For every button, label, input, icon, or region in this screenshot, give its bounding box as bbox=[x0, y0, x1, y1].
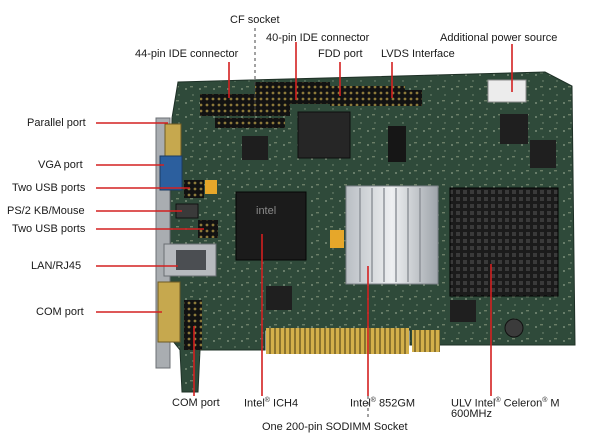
label-ps2: PS/2 KB/Mouse bbox=[7, 205, 85, 217]
label-ich4-prefix: Intel bbox=[244, 397, 265, 410]
chip-logo: intel bbox=[256, 205, 276, 217]
bios-chip bbox=[242, 136, 268, 160]
cpu-heatsink bbox=[449, 187, 559, 297]
label-vga: VGA port bbox=[38, 159, 83, 171]
label-852gm-reg: ® bbox=[370, 397, 376, 404]
gmch-heatsink-fins bbox=[359, 188, 421, 282]
label-ide40: 40-pin IDE connector bbox=[266, 32, 370, 44]
label-cpu-reg1: ® bbox=[495, 397, 501, 404]
label-usb-2: Two USB ports bbox=[12, 223, 86, 235]
label-cpu-mid: Celeron bbox=[500, 397, 543, 410]
label-sodimm: One 200-pin SODIMM Socket bbox=[262, 421, 408, 433]
label-852gm: Intel® 852GM bbox=[350, 394, 415, 411]
lvds-header bbox=[400, 90, 422, 106]
leader-lines bbox=[96, 42, 513, 396]
small-chip-b bbox=[266, 286, 292, 310]
regulator-block-1 bbox=[500, 114, 528, 144]
usb-header-2 bbox=[198, 220, 218, 238]
power-connector bbox=[487, 79, 527, 103]
label-cf-socket: CF socket bbox=[230, 14, 280, 26]
inductor bbox=[504, 318, 524, 338]
label-lan: LAN/RJ45 bbox=[31, 260, 82, 272]
label-fdd: FDD port bbox=[318, 48, 363, 60]
small-chip-d bbox=[330, 230, 344, 248]
label-ich4: Intel® ICH4 bbox=[244, 394, 298, 411]
regulator-block-2 bbox=[530, 140, 556, 168]
ich4-chip bbox=[235, 191, 307, 261]
label-852gm-suffix: 852GM bbox=[375, 397, 416, 410]
label-com-bottom: COM port bbox=[172, 397, 220, 409]
label-ich4-reg: ® bbox=[264, 397, 270, 404]
label-cpu: ULV Intel® Celeron® M bbox=[451, 394, 560, 411]
label-cpu-suffix: M bbox=[547, 397, 560, 410]
label-usb-1: Two USB ports bbox=[12, 182, 86, 194]
label-parallel: Parallel port bbox=[27, 117, 86, 129]
com-header bbox=[184, 300, 202, 350]
small-chip-a bbox=[388, 126, 406, 162]
label-power: Additional power source bbox=[440, 32, 558, 44]
ide40-header bbox=[255, 82, 330, 104]
usb-header-1 bbox=[184, 180, 204, 198]
label-852gm-prefix: Intel bbox=[350, 397, 371, 410]
label-cpu-freq: 600MHz bbox=[451, 408, 492, 420]
vga-connector bbox=[159, 155, 183, 191]
super-io-chip bbox=[297, 111, 351, 159]
gmch-heatsink bbox=[345, 185, 439, 285]
label-cpu-prefix: ULV Intel bbox=[451, 397, 496, 410]
label-ide44: 44-pin IDE connector bbox=[135, 48, 239, 60]
label-ich4-suffix: ICH4 bbox=[269, 397, 299, 410]
rj45-inner bbox=[176, 250, 206, 270]
label-lvds: LVDS Interface bbox=[381, 48, 455, 60]
fdd-header bbox=[330, 86, 405, 106]
label-cpu-reg2: ® bbox=[542, 397, 548, 404]
small-chip-c bbox=[205, 180, 217, 194]
cf-socket-strip bbox=[215, 118, 285, 128]
gold-finger-edge bbox=[266, 328, 409, 354]
regulator-block-3 bbox=[450, 300, 476, 322]
gold-finger-edge-right bbox=[412, 330, 440, 352]
label-com-left: COM port bbox=[36, 306, 84, 318]
